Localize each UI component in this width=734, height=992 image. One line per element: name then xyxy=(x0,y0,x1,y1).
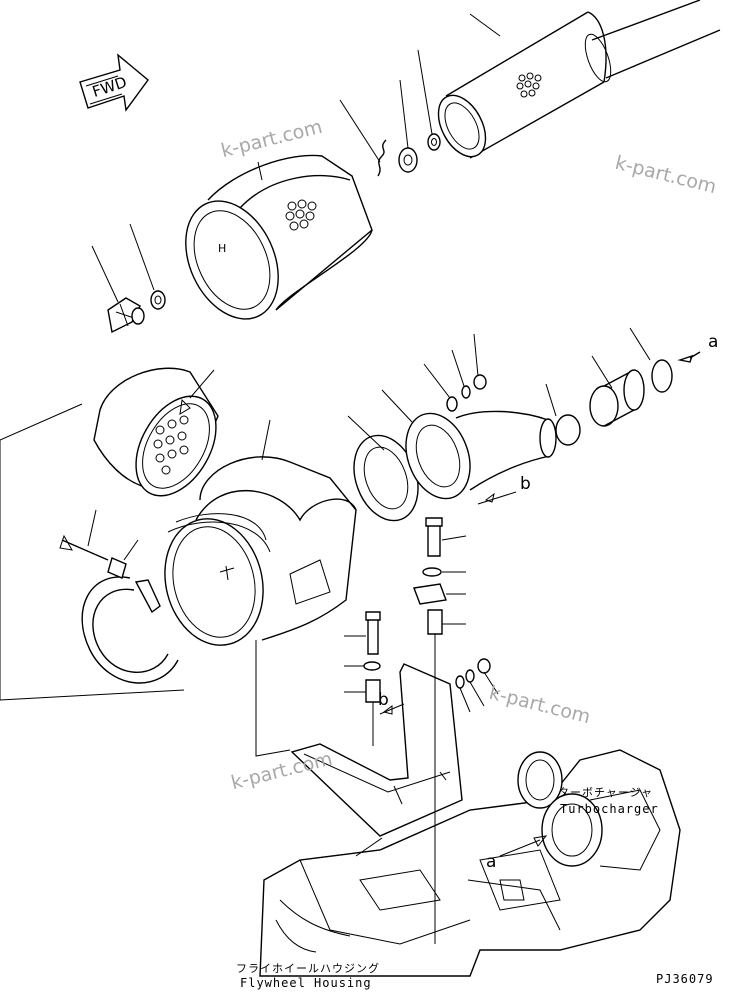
elbow-nuts xyxy=(423,333,487,412)
arrow-b-lower xyxy=(379,703,405,715)
element-hole-pattern xyxy=(285,199,317,231)
bracket-bolts xyxy=(344,517,467,944)
leader-line-left xyxy=(0,403,185,701)
callout-a-upper: a xyxy=(708,332,719,352)
precleaner-cap xyxy=(93,367,219,497)
filter-element xyxy=(185,154,373,320)
fwd-arrow xyxy=(79,53,149,112)
turbocharger-label-jp: ターボチャージャ xyxy=(558,786,654,799)
band-clamp xyxy=(59,509,179,684)
turbocharger-label-en: Turbocharger xyxy=(560,802,659,816)
callout-b-upper: b xyxy=(520,474,531,494)
arrow-b-upper xyxy=(477,491,517,505)
top-small-parts xyxy=(339,49,441,177)
filter-marking: H xyxy=(218,242,227,255)
bracket-nuts xyxy=(455,658,499,713)
hose-clamps xyxy=(545,327,701,446)
arrow-a-lower xyxy=(499,835,548,857)
outlet-elbow xyxy=(381,389,557,500)
cap-hole-pattern xyxy=(153,415,189,475)
flywheel-housing-label-en: Flywheel Housing xyxy=(240,976,372,990)
tube-hole-pattern xyxy=(516,72,542,98)
air-cleaner-body xyxy=(164,419,357,757)
engine-block xyxy=(259,749,681,977)
callout-a-lower: a xyxy=(486,852,497,872)
precleaner-tube xyxy=(437,0,721,159)
callout-b-lower: b xyxy=(378,690,389,710)
flywheel-housing-label-jp: フライホイールハウジング xyxy=(236,962,380,975)
wing-nut xyxy=(91,223,166,334)
drawing-number: PJ36079 xyxy=(656,972,714,986)
